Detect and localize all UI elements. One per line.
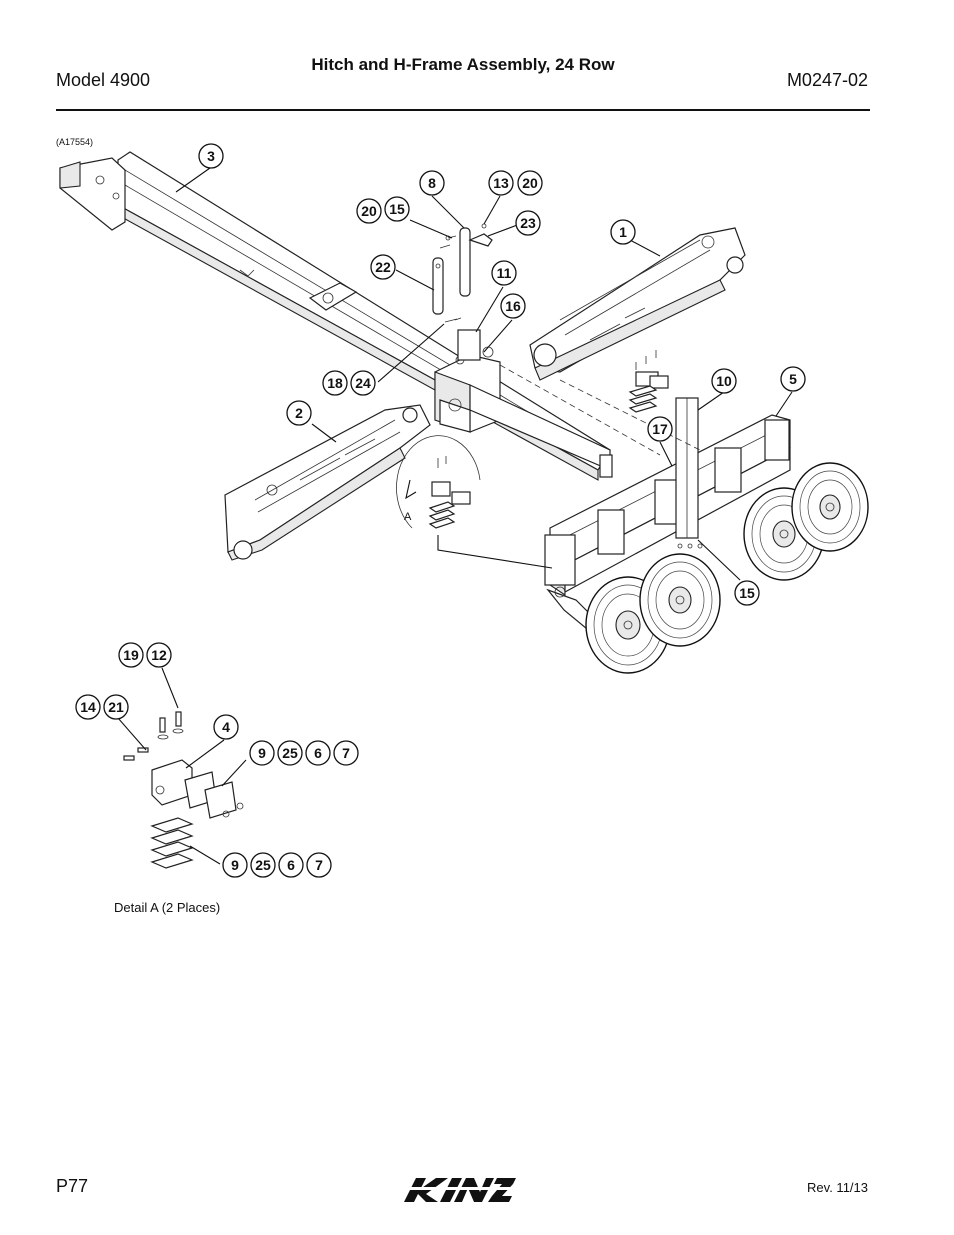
- callout-6-lower: 6: [278, 852, 304, 878]
- svg-text:7: 7: [315, 857, 323, 873]
- detail-a-view: [123, 711, 244, 869]
- callout-23: 23: [515, 210, 541, 236]
- center-hitch-block: [434, 329, 613, 478]
- svg-text:19: 19: [123, 647, 139, 663]
- left-arm: [224, 404, 431, 561]
- figure-id: (A17554): [56, 137, 94, 147]
- svg-text:16: 16: [505, 298, 521, 314]
- callout-20-left: 20: [356, 198, 382, 224]
- right-arm: [529, 227, 746, 381]
- callout-9-lower: 9: [222, 852, 248, 878]
- svg-text:20: 20: [361, 203, 377, 219]
- svg-text:24: 24: [355, 375, 371, 391]
- leader-lines: [117, 167, 793, 865]
- svg-text:2: 2: [295, 405, 303, 421]
- callout-4: 4: [213, 714, 239, 740]
- callout-25-lower: 25: [250, 852, 276, 878]
- svg-text:17: 17: [652, 421, 668, 437]
- callout-7-lower: 7: [306, 852, 332, 878]
- svg-text:1: 1: [619, 224, 627, 240]
- pin-hardware: [432, 223, 493, 323]
- svg-text:22: 22: [375, 259, 391, 275]
- callout-15-right: 15: [734, 580, 760, 606]
- svg-text:8: 8: [428, 175, 436, 191]
- callout-20-top: 20: [517, 170, 543, 196]
- svg-text:18: 18: [327, 375, 343, 391]
- svg-text:6: 6: [287, 857, 295, 873]
- svg-text:25: 25: [282, 745, 298, 761]
- callout-24: 24: [350, 370, 376, 396]
- svg-text:7: 7: [342, 745, 350, 761]
- callout-17: 17: [647, 416, 673, 442]
- wheel-front-right: [639, 553, 721, 647]
- wheel-rear-right: [791, 462, 869, 552]
- svg-text:3: 3: [207, 148, 215, 164]
- callout-6-upper: 6: [305, 740, 331, 766]
- detail-caption: Detail A (2 Places): [114, 900, 221, 915]
- assembly-line-2: [559, 379, 701, 451]
- svg-text:14: 14: [80, 699, 96, 715]
- callout-16: 16: [500, 293, 526, 319]
- svg-text:21: 21: [108, 699, 124, 715]
- callout-21: 21: [103, 694, 129, 720]
- callout-2: 2: [286, 400, 312, 426]
- callout-7-upper: 7: [333, 740, 359, 766]
- callout-18: 18: [322, 370, 348, 396]
- svg-text:6: 6: [314, 745, 322, 761]
- header-rule: [56, 109, 870, 111]
- frame-hardware-stack: [628, 350, 669, 413]
- callout-22: 22: [370, 254, 396, 280]
- svg-text:9: 9: [258, 745, 266, 761]
- svg-text:5: 5: [789, 371, 797, 387]
- svg-text:13: 13: [493, 175, 509, 191]
- callout-12: 12: [146, 642, 172, 668]
- callout-15-left: 15: [384, 196, 410, 222]
- callout-25-upper: 25: [277, 740, 303, 766]
- callout-14: 14: [75, 694, 101, 720]
- document-number: M0247-02: [786, 70, 868, 90]
- svg-text:20: 20: [522, 175, 538, 191]
- page-title: Hitch and H-Frame Assembly, 24 Row: [311, 55, 615, 74]
- svg-text:23: 23: [520, 215, 536, 231]
- model-label: Model 4900: [56, 70, 151, 90]
- wheels: [585, 462, 869, 674]
- callout-1: 1: [610, 219, 636, 245]
- detail-a-bubble: A: [396, 435, 553, 569]
- kinze-logo: [404, 1178, 516, 1202]
- svg-text:11: 11: [497, 265, 512, 281]
- callout-13: 13: [488, 170, 514, 196]
- detail-a-marker: A: [404, 511, 412, 523]
- callout-8: 8: [419, 170, 445, 196]
- page-number: P77: [56, 1176, 89, 1196]
- svg-text:25: 25: [255, 857, 271, 873]
- callout-9-upper: 9: [249, 740, 275, 766]
- callout-3: 3: [198, 143, 224, 169]
- callout-10: 10: [711, 368, 737, 394]
- callout-19: 19: [118, 642, 144, 668]
- svg-text:12: 12: [151, 647, 167, 663]
- svg-text:15: 15: [739, 585, 755, 601]
- callout-11: 11: [491, 260, 517, 286]
- svg-text:15: 15: [389, 201, 405, 217]
- svg-text:10: 10: [716, 373, 732, 389]
- callout-5: 5: [780, 366, 806, 392]
- revision-date: Rev. 11/13: [807, 1180, 868, 1195]
- svg-text:4: 4: [222, 719, 230, 735]
- svg-text:9: 9: [231, 857, 239, 873]
- assembly-line-1: [499, 364, 661, 456]
